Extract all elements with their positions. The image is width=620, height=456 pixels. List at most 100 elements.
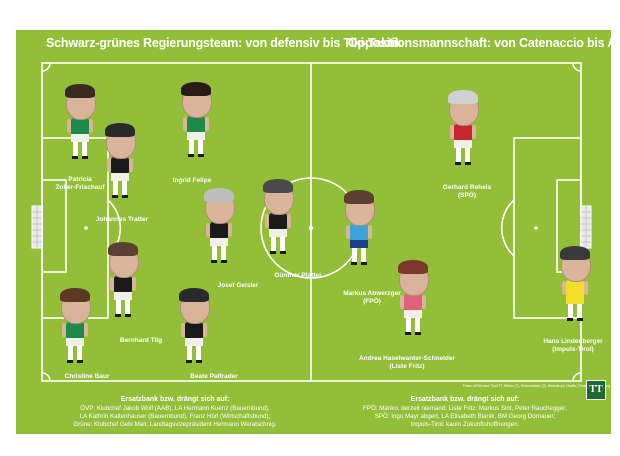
player-name-tilg: Bernhard Tilg [81,337,201,345]
leg-left [187,346,192,362]
corner-arc [572,372,582,382]
shorts [404,310,422,318]
arm-left [62,323,66,337]
bench-government-line: Grüne: Klubchef Gebi Mair, Landtagsvizep… [73,421,277,428]
tt-logo: TT [586,380,606,400]
player-name-felipe: Ingrid Felipe [132,177,252,185]
jersey [210,222,228,238]
shorts [566,296,584,304]
player-name-geisler: Josef Geisler [178,282,298,290]
hair [344,190,374,204]
player-name-palfrader: Beate Palfrader [154,373,274,381]
arm-right [129,158,133,172]
arm-left [67,119,71,133]
player-name-abwerzger: Markus Abwerzger(FPÖ) [312,290,432,305]
shoe-right [415,332,421,335]
penalty-spot [534,226,538,230]
arm-right [287,214,291,228]
jersey [269,213,287,229]
jersey [185,322,203,338]
leg-left [352,248,357,264]
shorts [111,173,129,181]
hair [60,288,90,302]
arm-right [205,117,209,131]
shoe-right [196,360,202,363]
arm-left [183,117,187,131]
title-government-team: Schwarz-grünes Regierungsteam: von defen… [46,36,402,50]
leg-left [73,142,78,158]
player-name-platter: Günther Platter [238,272,358,280]
leg-right [125,300,130,316]
player-name-line: Beate Palfrader [190,373,238,380]
leg-left [113,181,118,197]
leg-left [212,246,217,262]
shoe-left [186,360,192,363]
player-name-line: (Liste Fritz) [389,362,425,370]
shoe-right [361,262,367,265]
penalty-spot [84,226,88,230]
title-opposition-team: Oppositionsmannschaft: von Catenaccio bi… [348,36,620,50]
shoe-left [270,251,276,254]
player-name-line: Ingrid Felipe [172,177,212,184]
arm-right [584,281,588,295]
bench-opposition-line: FPÖ: Manko, derzeit niemand; Liste Fritz… [363,405,567,412]
shoe-right [465,162,471,165]
leg-right [196,346,201,362]
shorts [210,238,228,246]
jersey [350,224,368,240]
player-name-baur: Christine Baur [27,373,147,381]
player-name-line: (FPÖ) [363,297,381,305]
jersey [71,118,89,134]
leg-left [116,300,121,316]
arm-right [368,225,372,239]
shoe-left [405,332,411,335]
player-name-line: Andrea Haselwanter-Schneider [358,355,456,362]
shoe-left [188,154,194,157]
shoe-right [280,251,286,254]
arm-left [450,125,454,139]
hair [398,260,428,274]
player-name-line: Bernhard Tilg [119,337,163,344]
hair [204,188,234,202]
player-name-line: Günther Platter [274,272,322,279]
leg-left [271,237,276,253]
leg-right [77,346,82,362]
hair [181,82,211,96]
jersey [454,124,472,140]
arm-right [132,277,136,291]
jersey [114,276,132,292]
right-goal-net [580,205,592,249]
leg-left [406,318,411,334]
shoe-left [112,195,118,198]
bench-heading-government: Ersatzbank bzw. drängt sich auf: [120,396,230,403]
player-name-line: (SPÖ) [457,191,477,199]
player-name-line: Gerhard Reheis [442,184,492,191]
shorts [71,134,89,142]
center-spot [308,225,314,231]
player-name-line: Josef Geisler [217,282,259,289]
shoe-right [198,154,204,157]
leg-left [189,140,194,156]
jersey [566,280,584,296]
jersey [111,157,129,173]
arm-left [400,295,404,309]
leg-right [122,181,127,197]
left-goal-net [31,205,43,249]
bench-government-line: LA Kathrin Kaltenhauser (Bauernbund), Fr… [79,413,271,420]
leg-right [221,246,226,262]
leg-right [280,237,285,253]
leg-right [198,140,203,156]
player-name-line: Patricia [68,176,92,183]
player-name-lindenberger: Hans Lindenberger(Impuls-Tirol) [513,338,620,353]
bench-heading-opposition: Ersatzbank bzw. drängt sich auf: [410,396,520,403]
shoe-left [67,360,73,363]
shorts [454,140,472,148]
arm-right [84,323,88,337]
arm-right [228,223,232,237]
shoe-right [82,156,88,159]
player-name-line: (Impuls-Tirol) [552,345,594,353]
corner-arc [572,62,582,72]
leg-left [456,148,461,164]
shoe-left [115,314,121,317]
